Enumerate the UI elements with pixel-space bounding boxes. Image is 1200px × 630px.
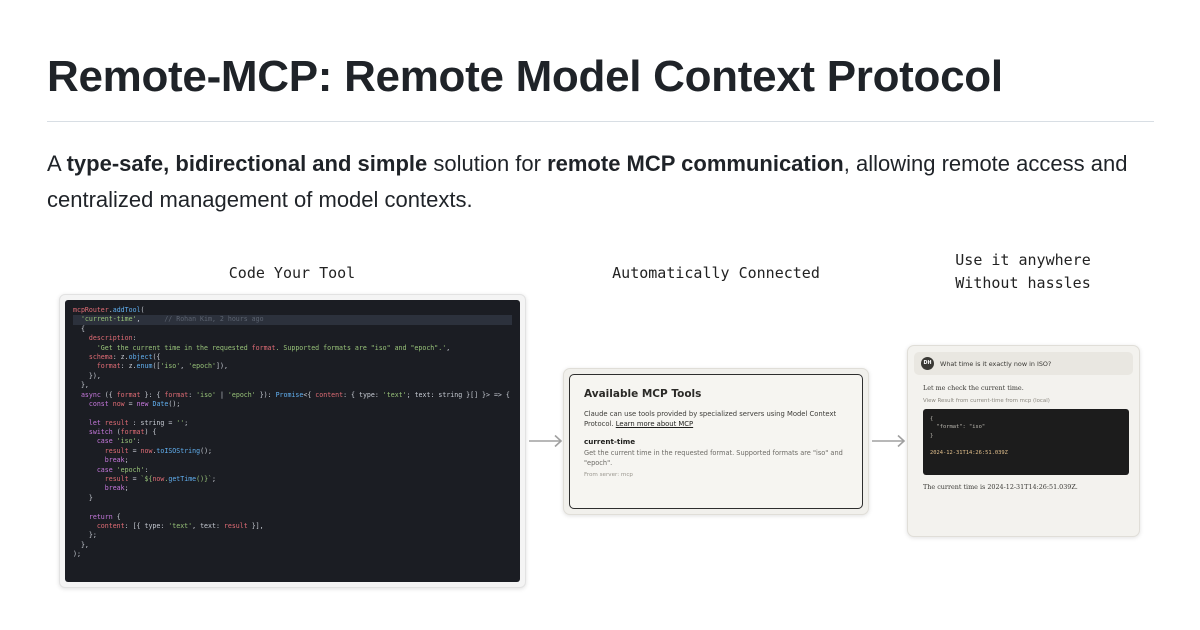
tool-result-toggle[interactable]: View Result from current-time from mcp (… bbox=[923, 398, 1050, 404]
code-line: description: bbox=[88, 334, 137, 343]
code-line: mcpRouter.addTool( bbox=[73, 306, 145, 314]
result-line: "format": "iso" bbox=[930, 424, 986, 431]
caption-line: Without hassles bbox=[955, 274, 1091, 292]
code-line: }, bbox=[73, 381, 89, 390]
step-caption-code: Code Your Tool bbox=[228, 264, 356, 282]
intro-text: solution for bbox=[427, 151, 548, 176]
arrow-right-icon bbox=[872, 434, 906, 448]
code-line: format: z.enum(['iso', 'epoch']), bbox=[96, 362, 228, 371]
code-line: switch (format) { bbox=[88, 428, 157, 437]
caption-line: Use it anywhere bbox=[955, 251, 1091, 269]
code-line: return { bbox=[88, 512, 121, 521]
tool-result-code: { "format": "iso"} 2024-12-31T14:26:51.0… bbox=[923, 409, 1129, 475]
code-line bbox=[73, 503, 512, 512]
code-screenshot: mcpRouter.addTool( 'current-time', // Ro… bbox=[59, 294, 526, 588]
assistant-final-answer: The current time is 2024-12-31T14:26:51.… bbox=[923, 483, 1078, 491]
page-title: Remote-MCP: Remote Model Context Protoco… bbox=[47, 52, 1003, 101]
code-line: 'Get the current time in the requested f… bbox=[96, 343, 451, 352]
description-text: Claude can use tools provided by special… bbox=[584, 410, 837, 428]
code-line: case 'epoch': bbox=[96, 465, 149, 474]
code-editor: mcpRouter.addTool( 'current-time', // Ro… bbox=[65, 300, 520, 582]
learn-more-link[interactable]: Learn more about MCP bbox=[615, 420, 694, 428]
code-line: let result : string = ''; bbox=[88, 418, 189, 427]
code-line: result = now.toISOString(); bbox=[104, 446, 213, 455]
mcp-tools-screenshot: Available MCP Tools Claude can use tools… bbox=[563, 368, 869, 515]
tool-server: From server: mcp bbox=[584, 472, 633, 479]
code-line: }), bbox=[73, 371, 101, 380]
step-caption-connected: Automatically Connected bbox=[612, 264, 820, 282]
code-line bbox=[73, 409, 512, 418]
user-question: What time is it exactly now in ISO? bbox=[940, 359, 1052, 368]
intro-text: A bbox=[47, 151, 67, 176]
title-divider bbox=[47, 121, 1154, 122]
code-line: { bbox=[73, 324, 85, 333]
intro-emphasis: remote MCP communication bbox=[547, 151, 844, 176]
code-line: async ({ format }: { format: 'iso' | 'ep… bbox=[80, 390, 510, 399]
code-line: result = `${now.getTime()}`; bbox=[104, 475, 217, 484]
code-line: } bbox=[73, 493, 93, 502]
code-line: const now = new Date(); bbox=[88, 399, 181, 408]
dialog-title: Available MCP Tools bbox=[584, 388, 702, 400]
result-line: { bbox=[930, 416, 934, 422]
intro-paragraph: A type-safe, bidirectional and simple so… bbox=[47, 146, 1157, 218]
code-line: case 'iso': bbox=[96, 437, 141, 446]
code-line: }, bbox=[73, 540, 89, 549]
code-line: schema: z.object({ bbox=[88, 352, 161, 361]
assistant-reply: Let me check the current time. bbox=[923, 384, 1024, 392]
result-line bbox=[930, 440, 1122, 448]
user-message: DH What time is it exactly now in ISO? bbox=[914, 352, 1133, 375]
intro-text: , allowing remote access and centralized… bbox=[47, 151, 1128, 212]
arrow-right-icon bbox=[529, 434, 563, 448]
dialog-description: Claude can use tools provided by special… bbox=[584, 409, 848, 429]
tool-name: current-time bbox=[584, 437, 636, 446]
code-line: break; bbox=[104, 456, 129, 465]
chat-screenshot: DH What time is it exactly now in ISO? L… bbox=[907, 345, 1140, 537]
code-line: 'current-time', // Rohan Kim, 2 hours ag… bbox=[73, 315, 512, 325]
result-line: 2024-12-31T14:26:51.039Z bbox=[930, 449, 1008, 456]
result-line: } bbox=[930, 432, 934, 439]
code-line: ); bbox=[73, 550, 81, 559]
mcp-tools-dialog: Available MCP Tools Claude can use tools… bbox=[569, 374, 863, 509]
intro-emphasis: type-safe, bidirectional and simple bbox=[66, 151, 428, 176]
code-line: break; bbox=[104, 484, 129, 493]
tool-description: Get the current time in the requested fo… bbox=[584, 449, 843, 467]
code-line: content: [{ type: 'text', text: result }… bbox=[96, 521, 264, 530]
code-line: }; bbox=[73, 531, 97, 540]
avatar: DH bbox=[921, 357, 934, 370]
